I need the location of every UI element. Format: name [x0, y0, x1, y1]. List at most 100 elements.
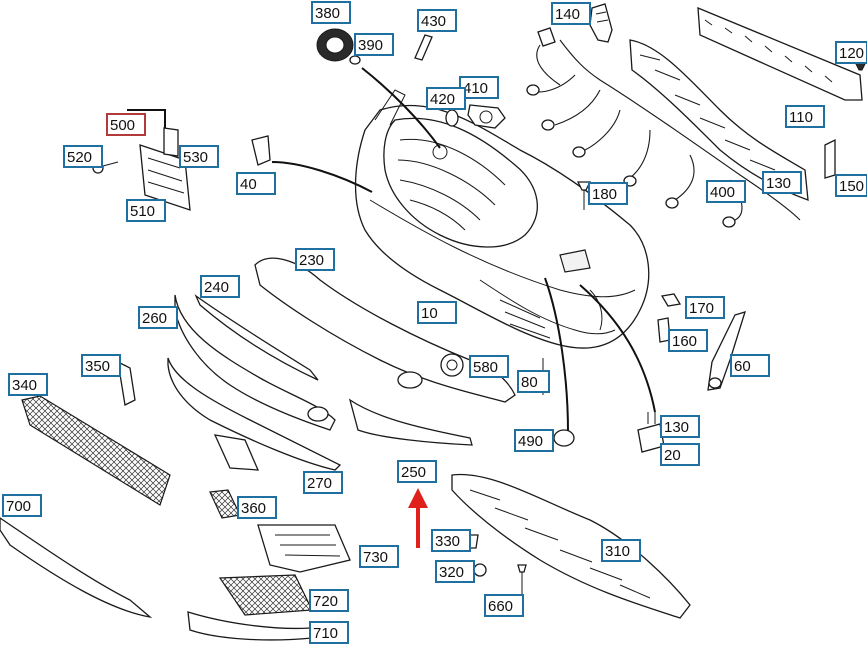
callout-box — [309, 621, 349, 644]
callout-530: 530 — [179, 145, 219, 168]
callout-number: 520 — [67, 149, 92, 166]
callout-box — [295, 248, 335, 271]
callout-number: 580 — [473, 359, 498, 376]
callout-430: 430 — [417, 9, 457, 32]
trim-260 — [174, 294, 336, 431]
callout-340: 340 — [8, 373, 48, 396]
callout-box — [685, 296, 725, 319]
callout-number: 380 — [315, 5, 340, 22]
callout-number: 430 — [421, 13, 446, 30]
callout-box — [706, 180, 746, 203]
fastener-320 — [473, 563, 487, 577]
leader-130b — [579, 284, 656, 413]
callout-number: 720 — [313, 593, 338, 610]
callout-box — [469, 355, 509, 378]
callout-number: 400 — [710, 184, 735, 201]
callout-270: 270 — [303, 471, 343, 494]
lower-trim-270 — [167, 357, 342, 471]
callout-box — [762, 171, 802, 194]
callout-390: 390 — [354, 33, 394, 56]
callout-number: 150 — [839, 178, 864, 195]
callout-number: 410 — [463, 80, 488, 97]
callout-box — [200, 275, 240, 298]
callout-80: 80 — [517, 370, 550, 393]
impact-absorber — [629, 39, 809, 201]
callout-box — [138, 306, 178, 329]
callout-20: 20 — [660, 443, 700, 466]
lip-710 — [187, 611, 313, 641]
highlight-arrow — [408, 488, 428, 548]
cap-580 — [440, 353, 464, 377]
mesh-720 — [218, 574, 313, 616]
callout-number: 130 — [664, 419, 689, 436]
callout-box — [660, 443, 700, 466]
callout-number: 420 — [430, 91, 455, 108]
callout-number: 490 — [518, 433, 543, 450]
callout-380: 380 — [311, 1, 351, 24]
trim-150 — [824, 138, 836, 179]
leader-490 — [544, 277, 569, 433]
callout-number: 340 — [12, 377, 37, 394]
callout-660: 660 — [484, 594, 524, 617]
callout-number: 160 — [672, 333, 697, 350]
reinforcement-beam — [697, 6, 863, 101]
callout-number: 320 — [439, 564, 464, 581]
callout-number: 260 — [142, 310, 167, 327]
callout-box — [311, 1, 351, 24]
callout-number: 80 — [521, 374, 538, 391]
callout-250: 250 — [397, 460, 437, 483]
callout-60: 60 — [730, 354, 770, 377]
callout-number: 250 — [401, 464, 426, 481]
callout-number: 170 — [689, 300, 714, 317]
callout-box — [435, 560, 475, 583]
callout-130a: 130 — [762, 171, 802, 194]
cover-20 — [637, 412, 665, 453]
callout-710: 710 — [309, 621, 349, 644]
callout-180: 180 — [588, 182, 628, 205]
bracket-350 — [117, 360, 136, 406]
callout-number: 330 — [435, 533, 460, 550]
grille-340 — [21, 395, 171, 506]
callout-box — [354, 33, 394, 56]
callout-number: 510 — [130, 203, 155, 220]
callout-number: 310 — [605, 543, 630, 560]
callout-number: 180 — [592, 186, 617, 203]
callout-box — [179, 145, 219, 168]
callout-number: 20 — [664, 447, 681, 464]
callout-110: 110 — [785, 105, 825, 128]
callout-box — [730, 354, 770, 377]
callout-box — [835, 41, 867, 64]
leader-500 — [127, 109, 166, 128]
emblem-cap — [316, 28, 433, 65]
callout-number: 110 — [789, 109, 813, 126]
callout-120: 120 — [835, 41, 867, 64]
callout-40: 40 — [236, 172, 276, 195]
callout-box — [785, 105, 825, 128]
callout-box — [303, 471, 343, 494]
callout-410: 410 — [459, 76, 499, 99]
callout-box — [81, 354, 121, 377]
callout-330: 330 — [431, 529, 471, 552]
callout-400: 400 — [706, 180, 746, 203]
side-bracket-60 — [707, 311, 746, 391]
wiring-harness — [526, 27, 801, 228]
callout-350: 350 — [81, 354, 121, 377]
underbody-panel-310 — [451, 473, 691, 619]
callout-number: 530 — [183, 149, 208, 166]
callout-number: 500 — [110, 117, 135, 134]
callout-box — [426, 87, 466, 110]
callout-number: 240 — [204, 279, 229, 296]
callout-number: 40 — [240, 176, 257, 193]
callout-box — [431, 529, 471, 552]
callout-500: 500 — [106, 113, 146, 136]
lower-lip-700 — [0, 517, 153, 619]
callout-360: 360 — [237, 496, 277, 519]
callout-box — [551, 2, 591, 25]
callout-box — [417, 301, 457, 324]
bumper-cover — [354, 89, 650, 349]
callout-number: 700 — [6, 498, 31, 515]
tow-bracket — [213, 434, 260, 471]
mesh-360 — [209, 489, 241, 519]
